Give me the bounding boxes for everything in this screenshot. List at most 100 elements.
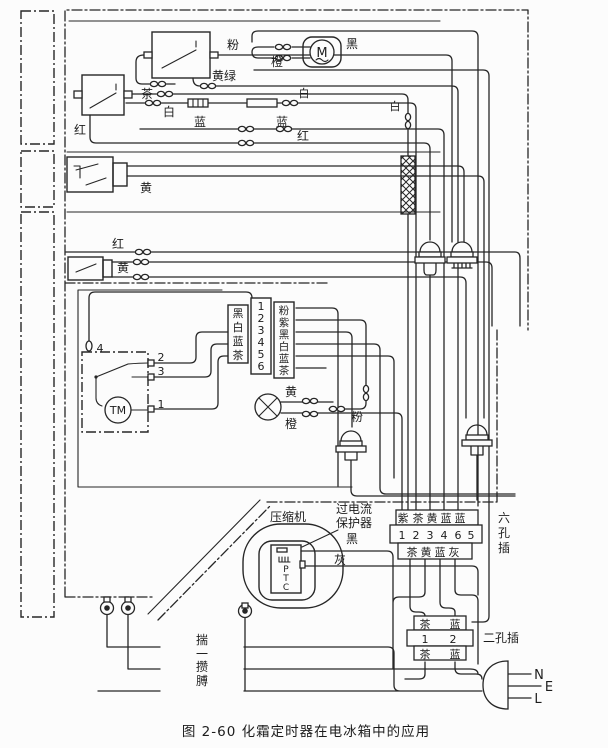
power-plug [482, 660, 509, 710]
timer-terminal-number: 2 [158, 351, 165, 364]
sixplug-name: 插 [498, 541, 510, 555]
twoplug-bottom-label: 茶 [420, 648, 431, 661]
label-lamp-orange: 橙 [285, 416, 297, 431]
compressor-inner [258, 540, 316, 601]
sixplug-top-label: 蓝 [455, 512, 466, 525]
left-panel-3 [20, 211, 55, 618]
sixplug-number: 5 [468, 529, 475, 542]
door-switch2-plunger [102, 259, 113, 278]
label-compressor: 压缩机 [270, 509, 306, 524]
twoplug-bottom-row [413, 645, 467, 661]
ptc-letter: T [282, 574, 289, 584]
label-orange-top: 橙 [271, 54, 283, 69]
power-cord-lines [507, 673, 542, 699]
block-number: 5 [258, 348, 265, 361]
temp-stub-left [73, 90, 83, 99]
timer-terminal-number: 3 [158, 365, 165, 378]
ptc-letter: C [283, 583, 289, 593]
plug-pin-n: N [534, 668, 544, 683]
connector [237, 125, 255, 133]
lamp-cross [258, 397, 278, 417]
block-col-left [227, 304, 249, 364]
components [66, 31, 509, 710]
label-white-heater: 白 [390, 99, 401, 113]
sixplug-number: 4 [441, 529, 448, 542]
timer-terminal-number: 1 [158, 398, 165, 411]
motor-letter: M [316, 46, 327, 61]
labels: 粉 黑 M 黄绿 橙 茶 白 蓝 蓝 白 红 红 白 黄 红 黄 黑 白 蓝 茶… [74, 37, 553, 740]
wires [65, 30, 542, 699]
block-number: 3 [258, 324, 265, 337]
temp-stub-right [123, 90, 133, 99]
connector [134, 248, 152, 256]
label-protector: 保护器 [336, 516, 372, 530]
sixplug-top-label: 紫 [398, 512, 409, 525]
block-right-wires [295, 307, 516, 495]
motor-tilde [315, 57, 329, 63]
block-right-label: 白 [279, 340, 290, 353]
thermostat-wires [89, 93, 445, 511]
left-panel-2 [20, 150, 55, 208]
plug-pin-e: E [545, 680, 553, 695]
timer-name: TM [109, 404, 126, 417]
motor-mount [302, 36, 342, 68]
sixplug-number: 2 [413, 529, 420, 542]
label-red-left: 红 [74, 122, 86, 137]
block-col-right [273, 301, 295, 379]
sixplug-bottom-label: 黄 [421, 545, 432, 559]
defrost-heater [400, 155, 416, 215]
timer-motor-circle [104, 396, 132, 424]
fan-motor-symbol [309, 39, 335, 65]
block-number: 6 [258, 360, 265, 373]
ptc-contact-bar [276, 547, 288, 553]
sixplug-name: 六 [498, 511, 510, 525]
twoplug-top-label: 蓝 [450, 618, 461, 631]
fan-motor-loop-wires [135, 30, 490, 623]
label-protector: 过电流 [336, 502, 372, 516]
sixplug-number: 1 [399, 529, 406, 542]
terminal-column-text: 一 [196, 647, 208, 661]
connector [404, 112, 412, 130]
timer-stub-3 [147, 373, 155, 381]
label-blue-left: 蓝 [194, 115, 206, 129]
terminal-column-text: 膊 [196, 674, 208, 688]
timer-pivot [94, 375, 98, 379]
timer-contacts [95, 362, 149, 411]
connector [274, 43, 292, 51]
compartment-lines [66, 20, 441, 615]
ptc-side-stub [299, 560, 306, 569]
sixplug-bottom-label: 茶 [407, 546, 418, 559]
door-switch2-contact [75, 263, 97, 273]
sixplug-top-label: 茶 [413, 512, 424, 525]
timer-terminal-number: 4 [97, 342, 104, 355]
label-red-comp2: 红 [112, 236, 124, 251]
defrost-stub-left [143, 51, 153, 59]
label-white-small: 白 [299, 86, 310, 100]
four-seg-dividers [192, 98, 204, 108]
bulb-socket-4 [461, 424, 493, 447]
label-white-left: 白 [163, 104, 175, 119]
terminal-neck-1 [103, 596, 111, 603]
timer-box [81, 351, 149, 433]
block-left-label: 茶 [233, 349, 244, 362]
block-number: 4 [258, 336, 265, 349]
connector [144, 99, 162, 107]
block-left-label: 黑 [233, 307, 244, 320]
sixplug-name: 孔 [498, 526, 510, 540]
defrost-thermostat-box [151, 31, 211, 79]
connector [199, 82, 217, 90]
block-col-mid [250, 297, 272, 375]
terminal-neck-2 [124, 596, 132, 603]
cabinet-terminal-1 [99, 600, 115, 616]
ptc-housing [270, 544, 302, 594]
compressor-shell [242, 523, 344, 609]
compressor-ground-neck [241, 602, 249, 609]
label-comp-gray: 灰 [334, 553, 346, 567]
connector [281, 99, 299, 107]
cabinet-terminal-2 [120, 600, 136, 616]
temp-thermostat-box [81, 74, 125, 116]
twoplug-number: 1 [422, 633, 429, 646]
bulb-socket-1 [414, 241, 446, 264]
sixplug-number: 3 [427, 529, 434, 542]
